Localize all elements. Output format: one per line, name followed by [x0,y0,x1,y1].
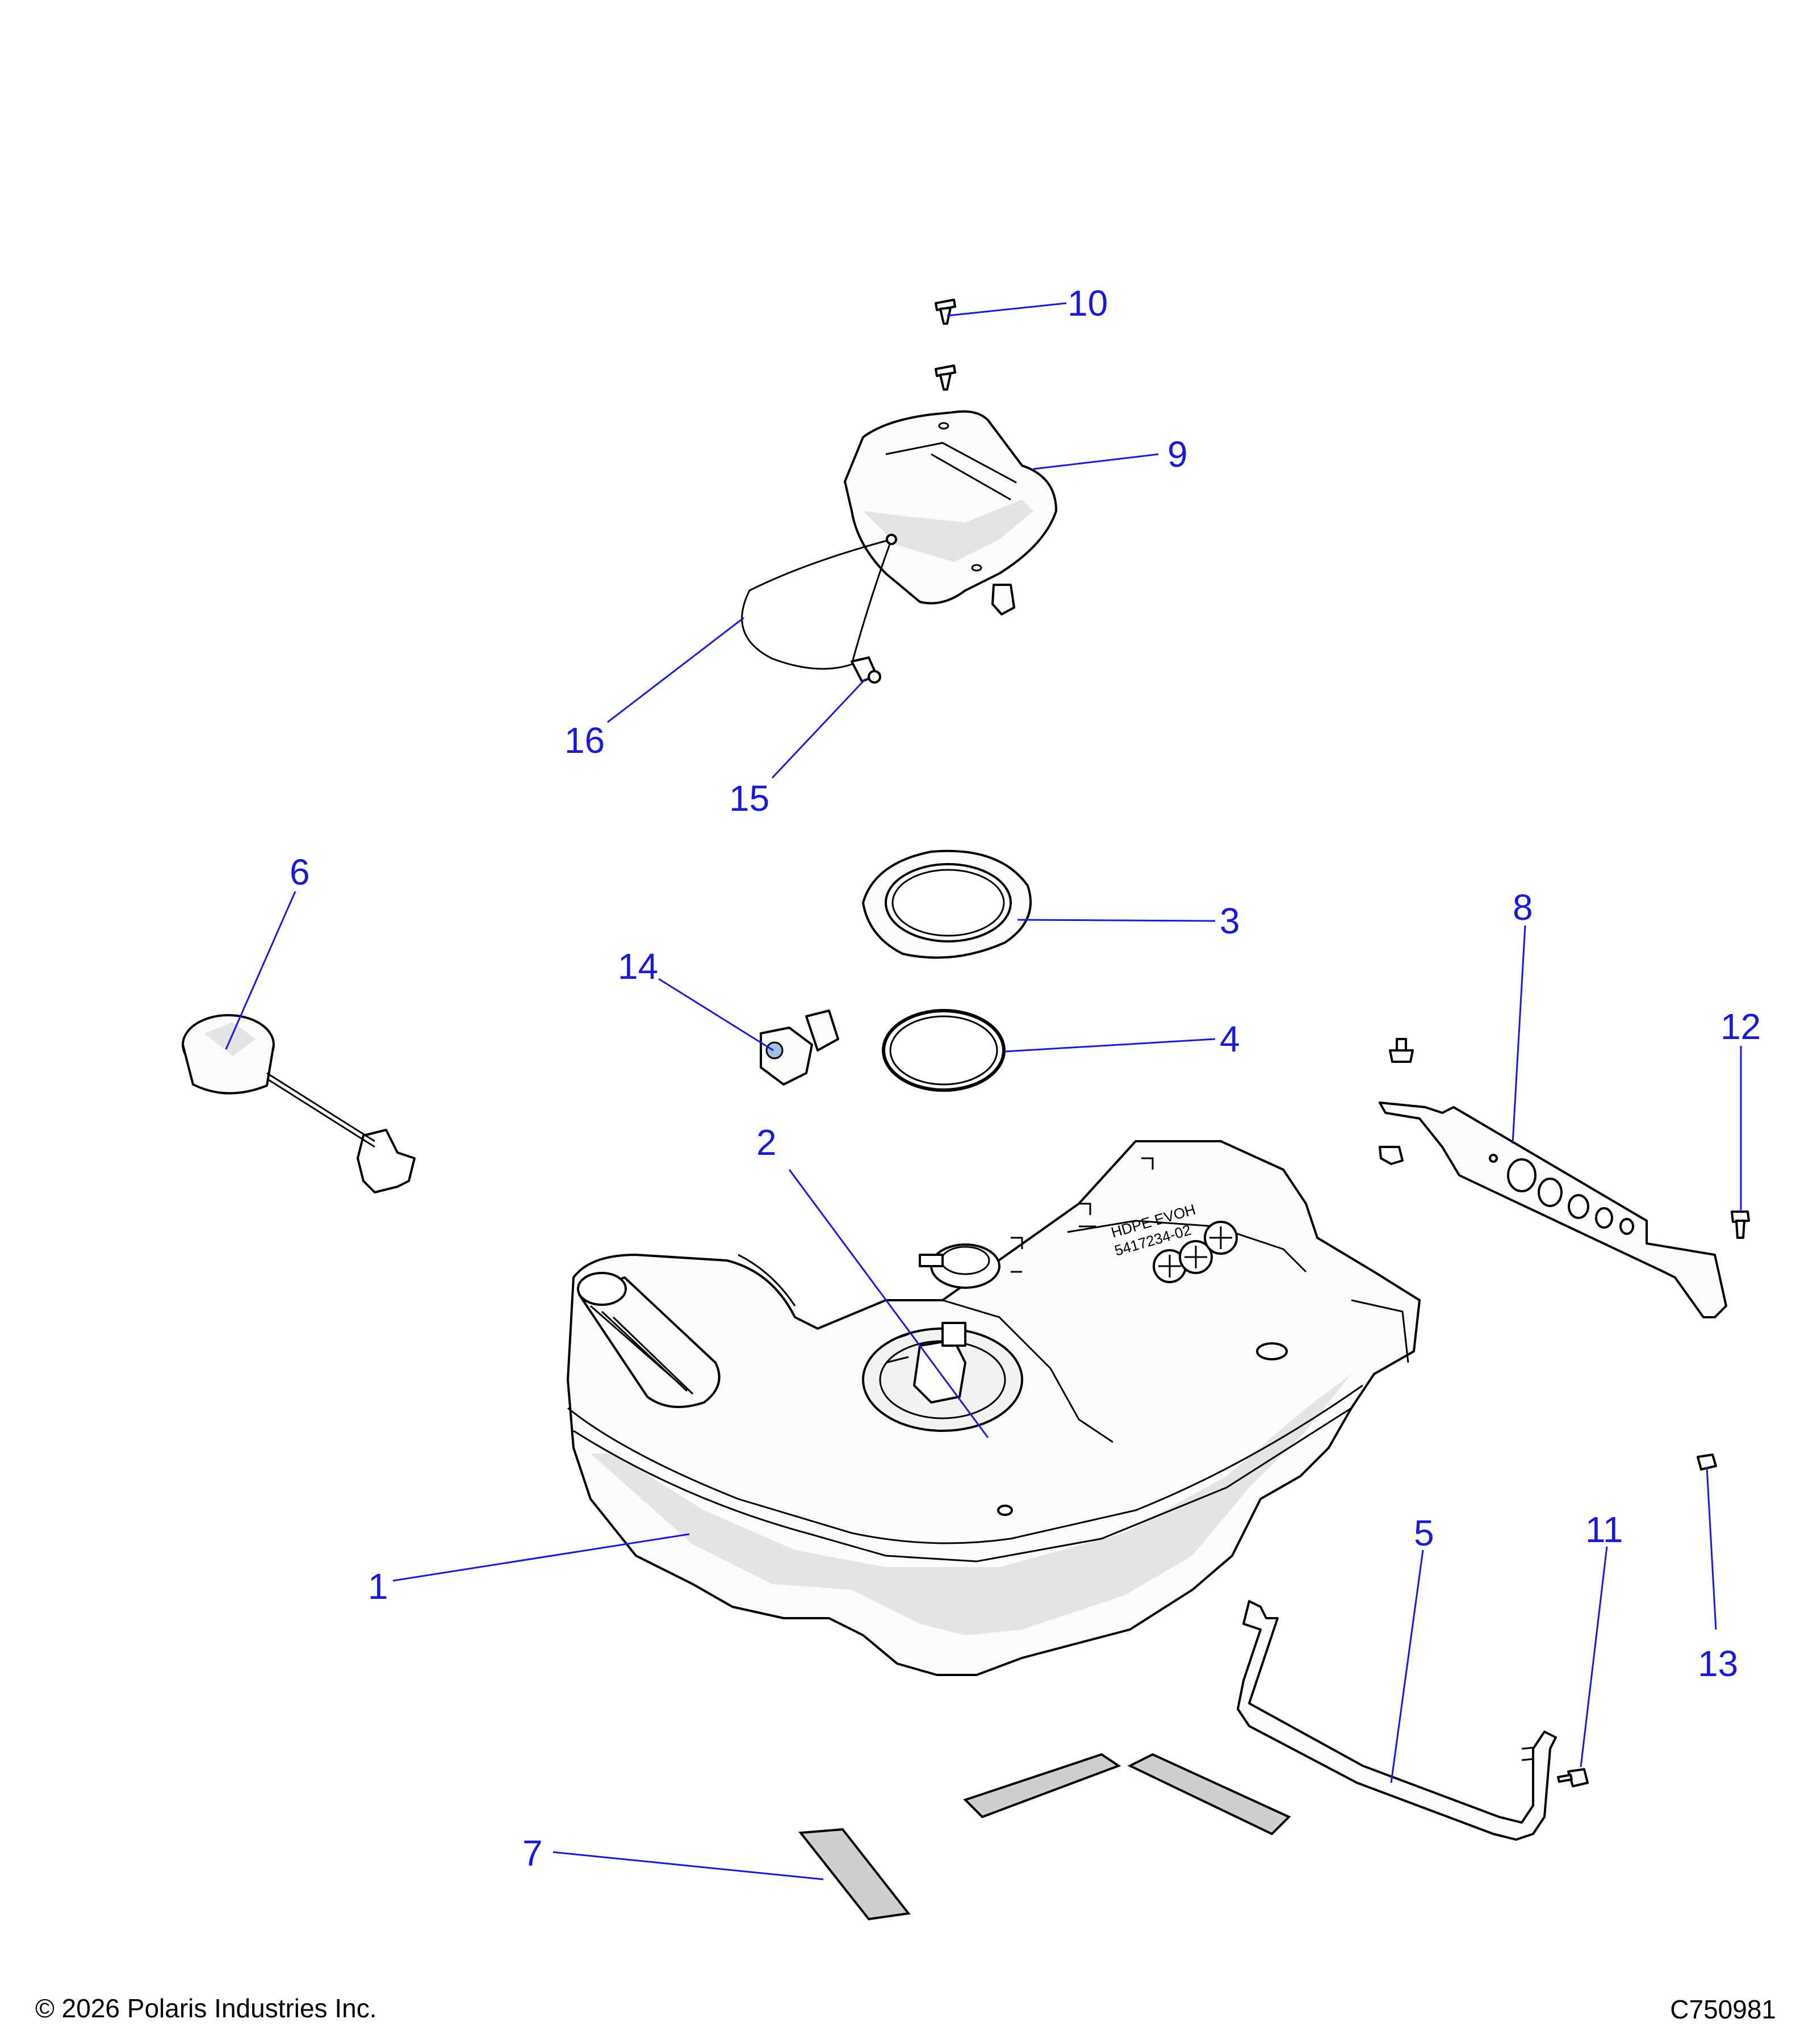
figure-id: C750981 [1670,1995,1776,2024]
callout-5: 5 [1414,1513,1434,1553]
callout-15: 15 [729,778,769,819]
leader-15 [771,678,866,779]
callout-6: 6 [290,852,310,893]
callout-14: 14 [618,946,658,987]
leader-lines [225,302,1742,1880]
copyright-notice: © 2026 Polaris Industries Inc. [35,1993,377,2023]
part-9-clip [991,584,1015,615]
part-10-screw-upper [935,299,956,325]
leader-5 [1390,1549,1424,1783]
part-9-access-cover [844,410,1057,605]
leader-1 [392,1533,690,1582]
callout-9: 9 [1167,434,1188,475]
leader-10 [947,302,1067,317]
part-7-pad-left [798,1828,911,1921]
callout-12: 12 [1720,1006,1761,1047]
part-4-seal [882,1009,1006,1092]
part-1-fuel-tank: HDPE EVOH 5417234-02 [567,1140,1421,1676]
part-14-connector [760,1010,839,1086]
callout-7: 7 [522,1833,543,1874]
part-6-fuel-sender [182,1014,416,1193]
part-8-stud-upper [1389,1038,1414,1063]
part-10-screw-lower [935,365,956,391]
leader-13 [1706,1467,1717,1630]
callout-13: 13 [1698,1643,1738,1684]
leader-9 [1033,453,1159,470]
part-8-nut [1379,1146,1404,1165]
leader-16 [607,617,744,723]
leader-7 [552,1851,824,1880]
part-13-nut [1697,1454,1717,1471]
callout-10: 10 [1067,283,1108,324]
leader-3 [1017,919,1216,922]
callout-1: 1 [368,1566,388,1607]
leader-11 [1580,1546,1608,1767]
part-8-heat-shield [1379,1101,1727,1318]
callout-2: 2 [756,1122,777,1163]
callouts: 10 9 16 15 6 3 4 14 2 8 12 1 5 11 13 7 [290,283,1761,1874]
callout-11: 11 [1585,1509,1623,1550]
callout-3: 3 [1220,900,1240,941]
callout-16: 16 [564,720,605,761]
part-5-tank-strap [1237,1600,1557,1841]
part-12-bolt [1731,1211,1750,1239]
leader-8 [1512,925,1526,1144]
callout-8: 8 [1513,887,1533,928]
part-3-lock-ring [862,849,1032,959]
callout-4: 4 [1220,1019,1240,1059]
part-7-pad-right [1127,1753,1291,1836]
leader-6 [225,891,296,1050]
leader-14 [658,978,774,1052]
leader-4 [1004,1038,1216,1053]
part-11-bolt [1557,1768,1589,1787]
leader-2 [788,1169,989,1438]
part-7-pad-center [963,1753,1121,1819]
part-16-tether-loop [741,534,897,670]
part-15-fitting [851,656,881,684]
